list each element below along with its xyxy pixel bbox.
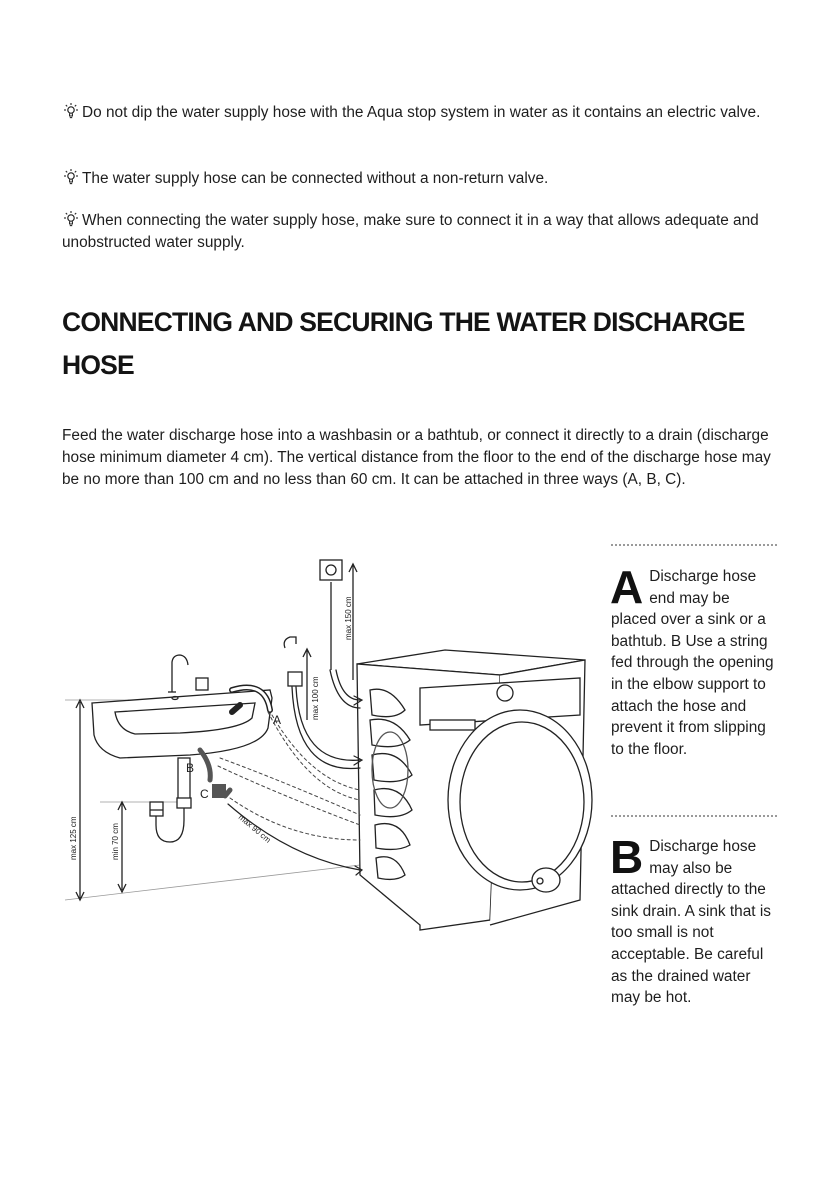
water-tap	[283, 636, 297, 649]
label-min70: min 70 cm	[111, 823, 120, 860]
discharge-hose-b	[197, 747, 213, 783]
lightbulb-icon	[62, 210, 80, 228]
label-max125: max 125 cm	[69, 816, 78, 860]
tip-aqua-stop: Do not dip the water supply hose with th…	[62, 102, 762, 124]
installation-diagram: A B C max 150 cm max 100 cm max 125 cm m…	[64, 559, 593, 931]
note-text: Discharge hose may also be attached dire…	[611, 838, 771, 1007]
tip-non-return-valve: The water supply hose can be connected w…	[62, 168, 762, 190]
label-max150: max 150 cm	[344, 596, 353, 640]
faucet	[171, 654, 189, 692]
note-letter: B	[610, 831, 644, 883]
label-c: C	[200, 787, 209, 801]
section-heading: CONNECTING AND SECURING THE WATER DISCHA…	[62, 307, 745, 380]
intro-paragraph: Feed the water discharge hose into a was…	[62, 427, 771, 488]
program-knob	[496, 684, 514, 702]
label-b: B	[186, 761, 194, 775]
floor-line	[64, 864, 361, 901]
door	[447, 709, 593, 891]
tip-text: Do not dip the water supply hose with th…	[82, 104, 761, 121]
tip-adequate-supply: When connecting the water supply hose, m…	[62, 210, 762, 254]
lightbulb-icon	[62, 168, 80, 186]
wall-socket	[319, 559, 343, 581]
note-text: Discharge hose end may be placed over a …	[611, 568, 774, 758]
divider	[611, 544, 777, 546]
divider	[611, 815, 777, 817]
label-max100: max 100 cm	[311, 676, 320, 720]
filter-cap	[531, 867, 561, 893]
note-letter: A	[610, 561, 644, 613]
label-max90: max 90 cm	[237, 813, 273, 845]
tip-text: When connecting the water supply hose, m…	[62, 212, 759, 251]
lightbulb-icon	[62, 102, 80, 120]
washbasin	[91, 689, 273, 759]
tip-text: The water supply hose can be connected w…	[82, 170, 549, 187]
label-a: A	[273, 713, 281, 727]
